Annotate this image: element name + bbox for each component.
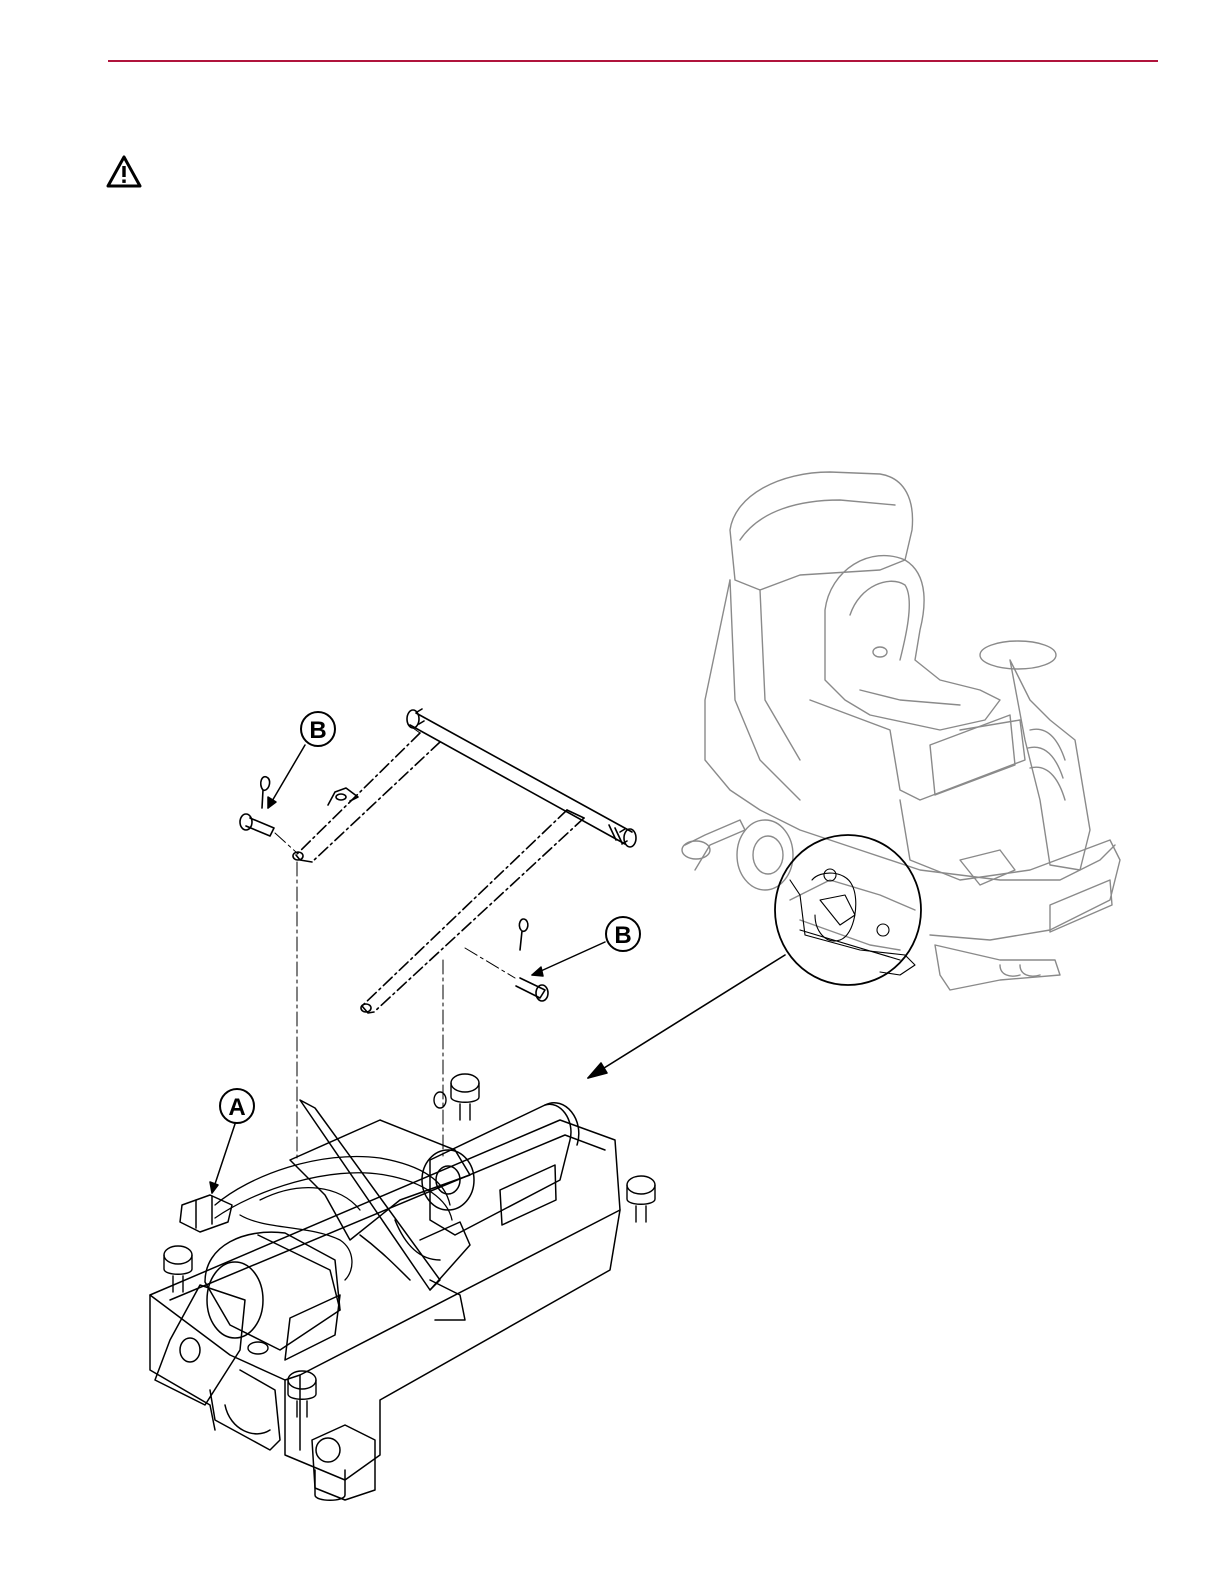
detail-circle bbox=[775, 835, 921, 985]
detail-circle-contents bbox=[790, 869, 915, 975]
exploded-diagram: A B B bbox=[0, 440, 1224, 1584]
detail-pointer-arrow bbox=[588, 955, 785, 1078]
warning-triangle-icon bbox=[106, 155, 142, 189]
lower-link-arm bbox=[361, 810, 584, 1013]
svg-text:B: B bbox=[614, 922, 631, 949]
callout-b-lower: B bbox=[606, 917, 640, 951]
pivot-shaft bbox=[407, 709, 636, 847]
header-rule bbox=[108, 60, 1158, 62]
scrubber-machine-illustration bbox=[682, 472, 1120, 990]
svg-text:A: A bbox=[228, 1094, 245, 1121]
upper-link-arm bbox=[293, 733, 440, 862]
lower-clevis-pin bbox=[516, 919, 548, 1001]
callout-b-upper: B bbox=[301, 712, 335, 746]
callout-a: A bbox=[220, 1089, 254, 1123]
svg-text:B: B bbox=[309, 717, 326, 744]
brush-deck-assembly bbox=[150, 1074, 655, 1500]
